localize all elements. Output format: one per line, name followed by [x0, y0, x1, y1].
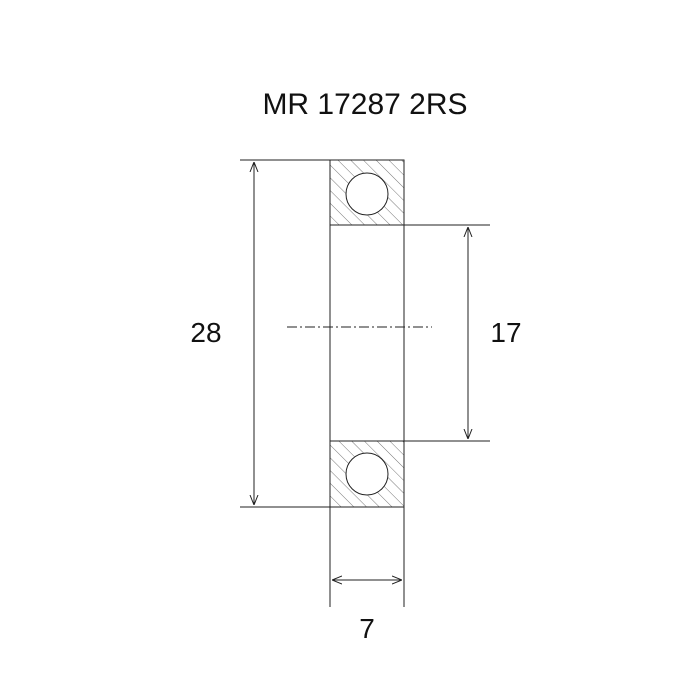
- top-ball: [345, 172, 389, 216]
- bearing-cross-section: [329, 159, 405, 508]
- width-label: 7: [359, 613, 375, 644]
- bearing-outline: [329, 159, 405, 508]
- outer-diameter-label: 28: [190, 317, 221, 348]
- inner-diameter-label: 17: [490, 317, 521, 348]
- bottom-ball: [345, 452, 389, 496]
- width-dimension: 7: [329, 507, 405, 644]
- outer-diameter-dimension: 28: [190, 159, 330, 508]
- inner-diameter-dimension: 17: [404, 224, 522, 442]
- part-number-title: MR 17287 2RS: [262, 88, 467, 121]
